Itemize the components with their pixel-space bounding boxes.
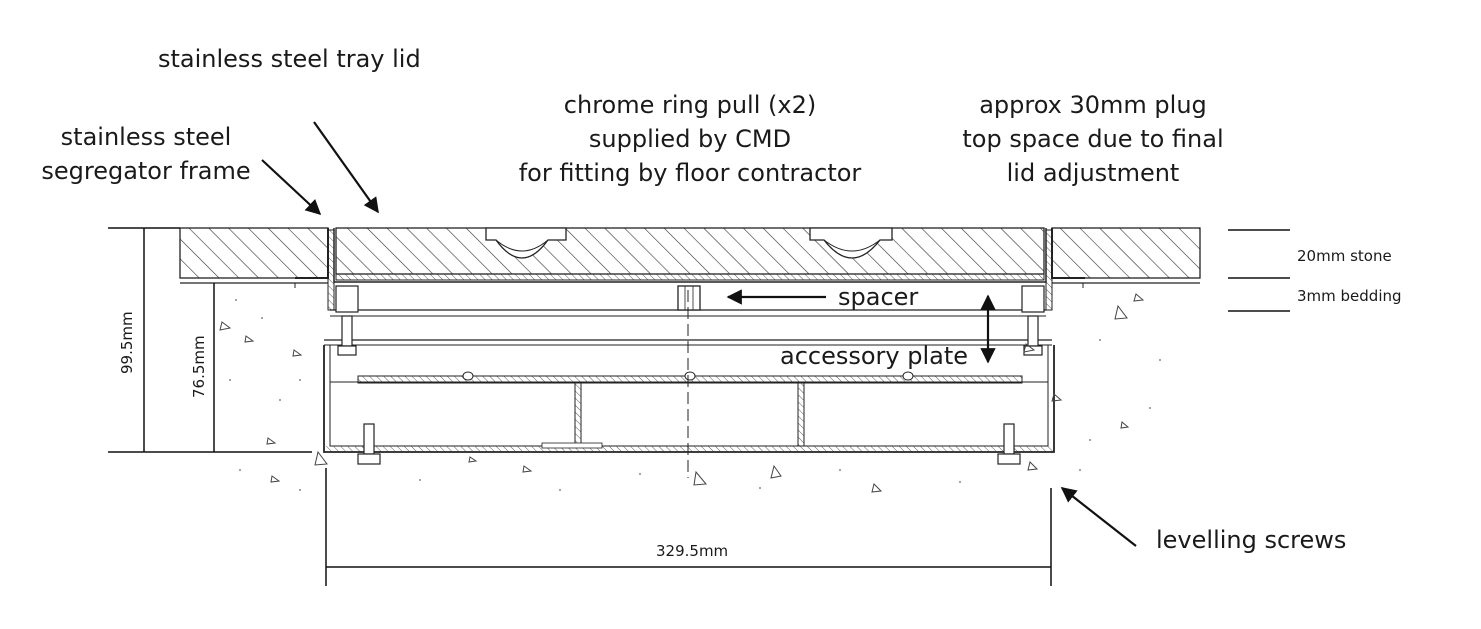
plug-space-line1: approx 30mm plug: [979, 91, 1207, 119]
screed-speckles: [229, 299, 1161, 491]
screed-aggregate: [219, 293, 1145, 493]
ring-pull-label: chrome ring pull (x2) supplied by CMD fo…: [500, 88, 880, 190]
stone-dimension-label: 20mm stone: [1297, 247, 1392, 265]
ring-pulls: [485, 227, 893, 259]
tray-lid: [333, 227, 1047, 283]
lid-leader-arrow: [313, 121, 379, 214]
frame-leader-arrow: [261, 159, 322, 216]
segregator-frame-line2: segregator frame: [41, 157, 251, 185]
stone-layer: [179, 227, 1201, 279]
bedding-dimension-label: 3mm bedding: [1297, 287, 1402, 305]
plug-space-label: approx 30mm plug top space due to final …: [950, 88, 1236, 190]
bedding-layer: [180, 282, 1200, 288]
accessory-plate-label: accessory plate: [780, 342, 969, 370]
levelling-leader-arrow: [1060, 487, 1137, 547]
ring-pull-line2: supplied by CMD: [588, 125, 792, 153]
tray-box: [323, 345, 1055, 453]
plug-space-line2: top space due to final: [962, 125, 1224, 153]
inner-height-dimension-label: 76.5mm: [190, 335, 208, 398]
levelling-screws: [357, 423, 1021, 465]
overall-height-dimension-label: 99.5mm: [118, 311, 136, 374]
dimension-lines: [108, 227, 1290, 586]
ring-pull-line1: chrome ring pull (x2): [563, 91, 817, 119]
tray-lid-label: stainless steel tray lid: [158, 45, 421, 73]
segregator-frame-line1: stainless steel: [60, 123, 232, 151]
plug-space-line3: lid adjustment: [1006, 159, 1180, 187]
side-brackets: [335, 285, 1045, 356]
segregator-frame-label: stainless steel segregator frame: [40, 120, 252, 188]
spacer-label: spacer: [838, 283, 919, 311]
leader-arrows: [261, 121, 1137, 547]
width-dimension-label: 329.5mm: [656, 542, 729, 560]
ring-pull-line3: for fitting by floor contractor: [518, 159, 862, 187]
levelling-screws-label: levelling screws: [1156, 526, 1347, 554]
